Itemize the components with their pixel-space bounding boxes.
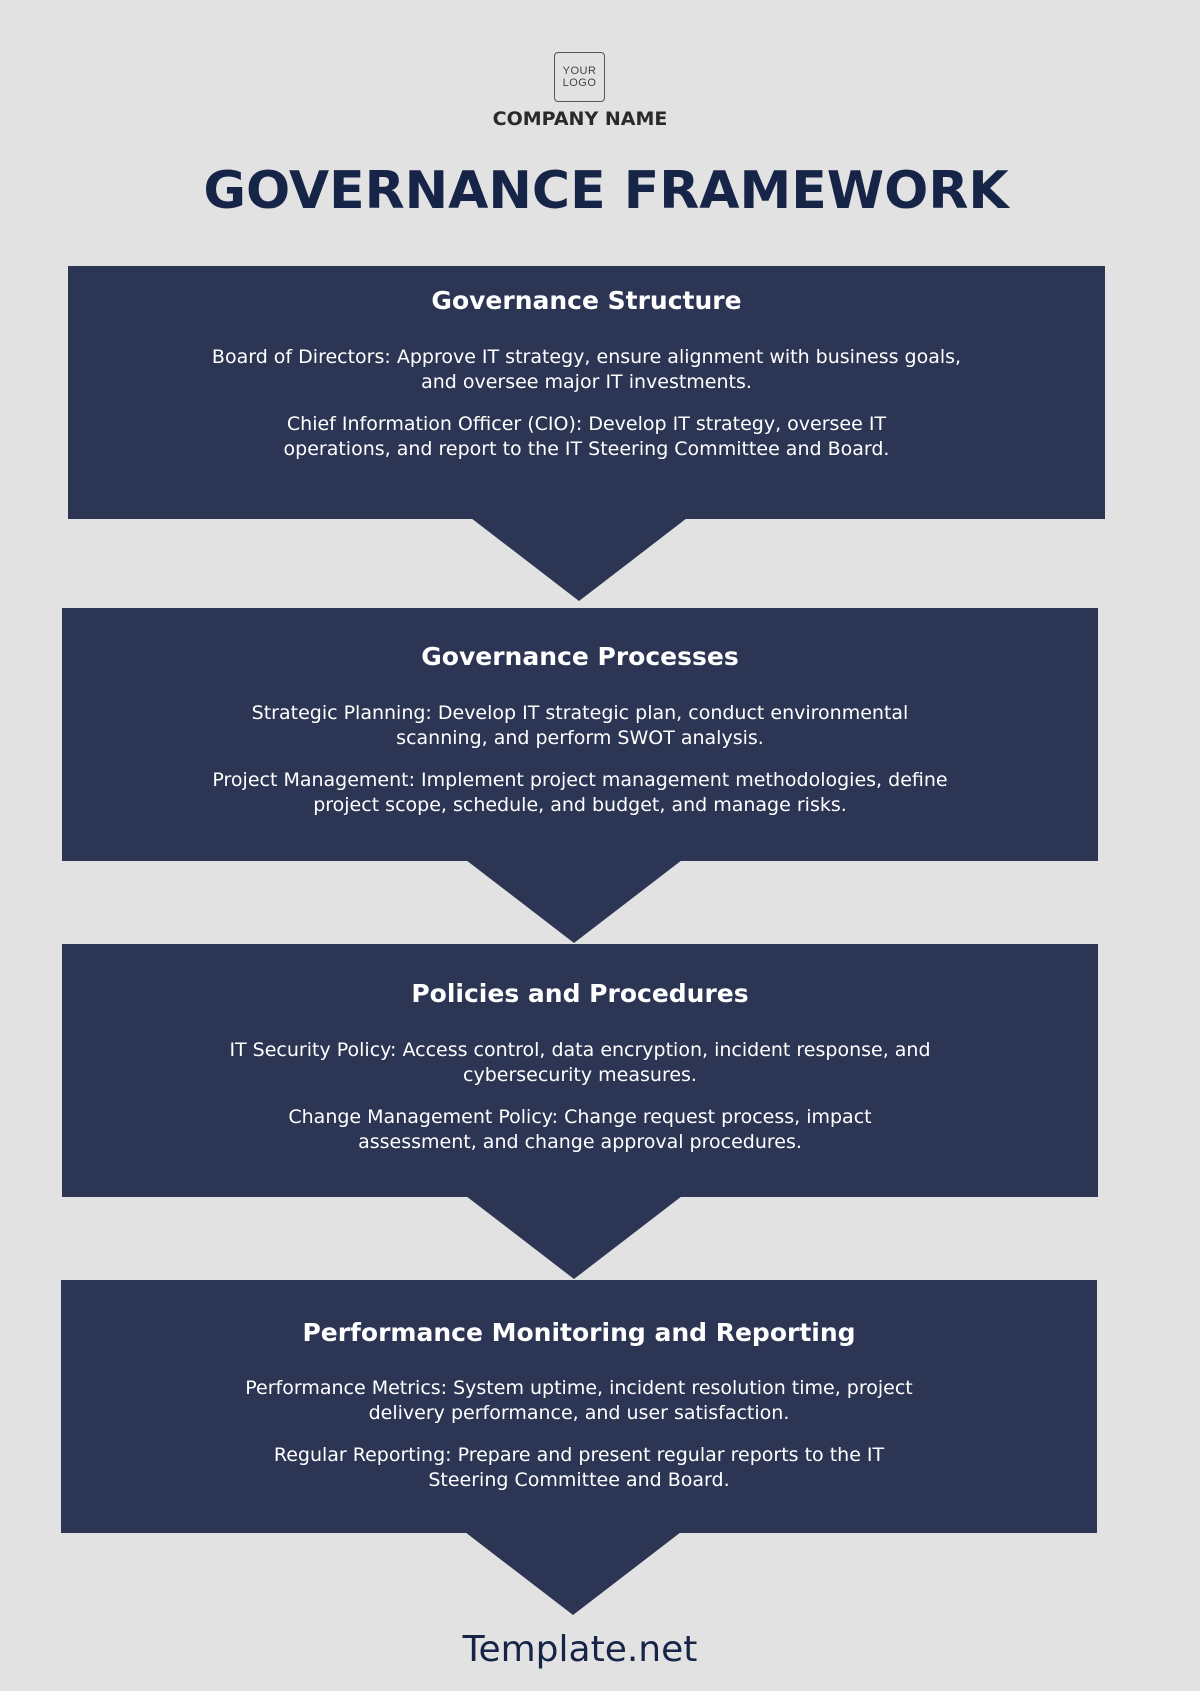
flow-arrow [466,860,682,943]
section-heading: Performance Monitoring and Reporting [302,1318,856,1347]
flow-arrow [466,1196,682,1279]
logo: YOUR LOGO [554,52,605,102]
section-performance-monitoring: Performance Monitoring and Reporting Per… [61,1280,1097,1533]
section-item: IT Security Policy: Access control, data… [229,1039,931,1086]
section-heading: Governance Processes [421,642,739,671]
footer-brand: Template.net [462,1629,698,1670]
section-heading: Policies and Procedures [411,979,749,1008]
section-item: Project Management: Implement project ma… [212,769,948,816]
section-policies-and-procedures: Policies and Procedures IT Security Poli… [62,944,1098,1197]
section-item: Board of Directors: Approve IT strategy,… [211,346,962,393]
section-item: Performance Metrics: System uptime, inci… [245,1377,913,1424]
section-item: Strategic Planning: Develop IT strategic… [251,702,909,749]
section-item: Regular Reporting: Prepare and present r… [273,1444,885,1491]
flow-arrow [465,1532,681,1615]
flow-arrow [471,518,687,601]
section-item: Chief Information Officer (CIO): Develop… [283,413,890,460]
section-heading: Governance Structure [431,286,742,315]
logo-text-line1: YOUR [562,65,597,77]
logo-text-line2: LOGO [562,77,597,89]
page-title: GOVERNANCE FRAMEWORK [203,161,1009,221]
section-governance-processes: Governance Processes Strategic Planning:… [62,608,1098,861]
section-item: Change Management Policy: Change request… [288,1106,872,1153]
company-name: COMPANY NAME [492,108,668,130]
section-governance-structure: Governance Structure Board of Directors:… [68,266,1105,519]
